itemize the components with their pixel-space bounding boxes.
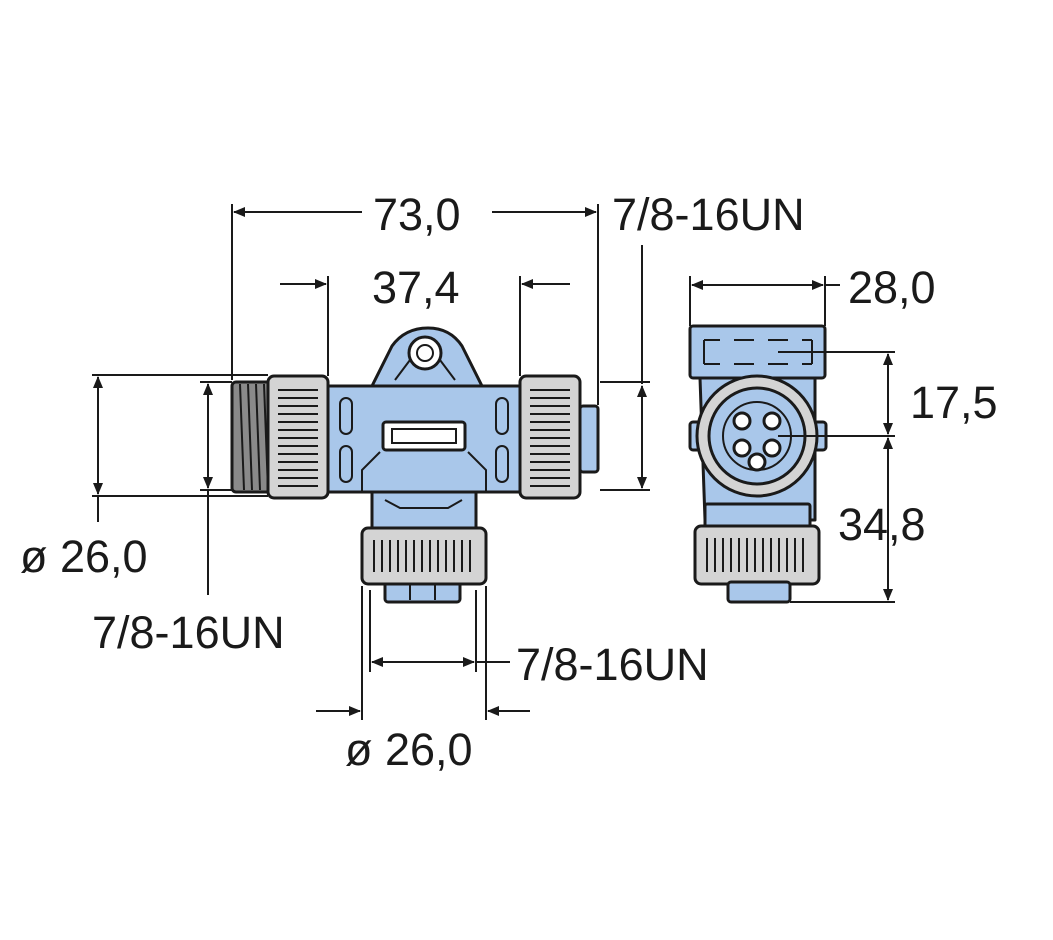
mounting-hole	[407, 335, 443, 371]
front-bottom-nut	[360, 526, 488, 586]
front-label-window	[381, 420, 467, 452]
dim-thread-top-right: 7/8-16UN	[612, 189, 805, 240]
dim-side-height-lower: 34,8	[838, 499, 926, 550]
side-pin-2	[762, 411, 782, 431]
dim-diameter-left: ø 26,0	[20, 531, 148, 582]
side-pin-4	[762, 438, 782, 458]
dim-thread-bottom: 7/8-16UN	[516, 639, 709, 690]
side-pin-1	[732, 411, 752, 431]
dim-thread-left: 7/8-16UN	[92, 607, 285, 658]
front-right-insert	[578, 404, 600, 474]
side-pin-3	[732, 438, 752, 458]
side-pin-5	[747, 452, 767, 472]
side-bottom-pins	[726, 580, 792, 604]
front-bottom-neck	[370, 490, 478, 532]
side-view: 28,0 17,5 34,8	[688, 262, 998, 604]
front-view: 73,0 37,4 7/8-16UN ø 26,0 7/8-16UN 7/8-1…	[20, 189, 805, 775]
side-bottom-nut	[693, 524, 821, 586]
dim-side-width: 28,0	[848, 262, 936, 313]
dim-diameter-bottom: ø 26,0	[345, 724, 473, 775]
front-bottom-nut-knurl	[373, 540, 471, 572]
dim-side-height-upper: 17,5	[910, 377, 998, 428]
dim-nut-spacing: 37,4	[372, 262, 460, 313]
dim-overall-length: 73,0	[373, 189, 461, 240]
